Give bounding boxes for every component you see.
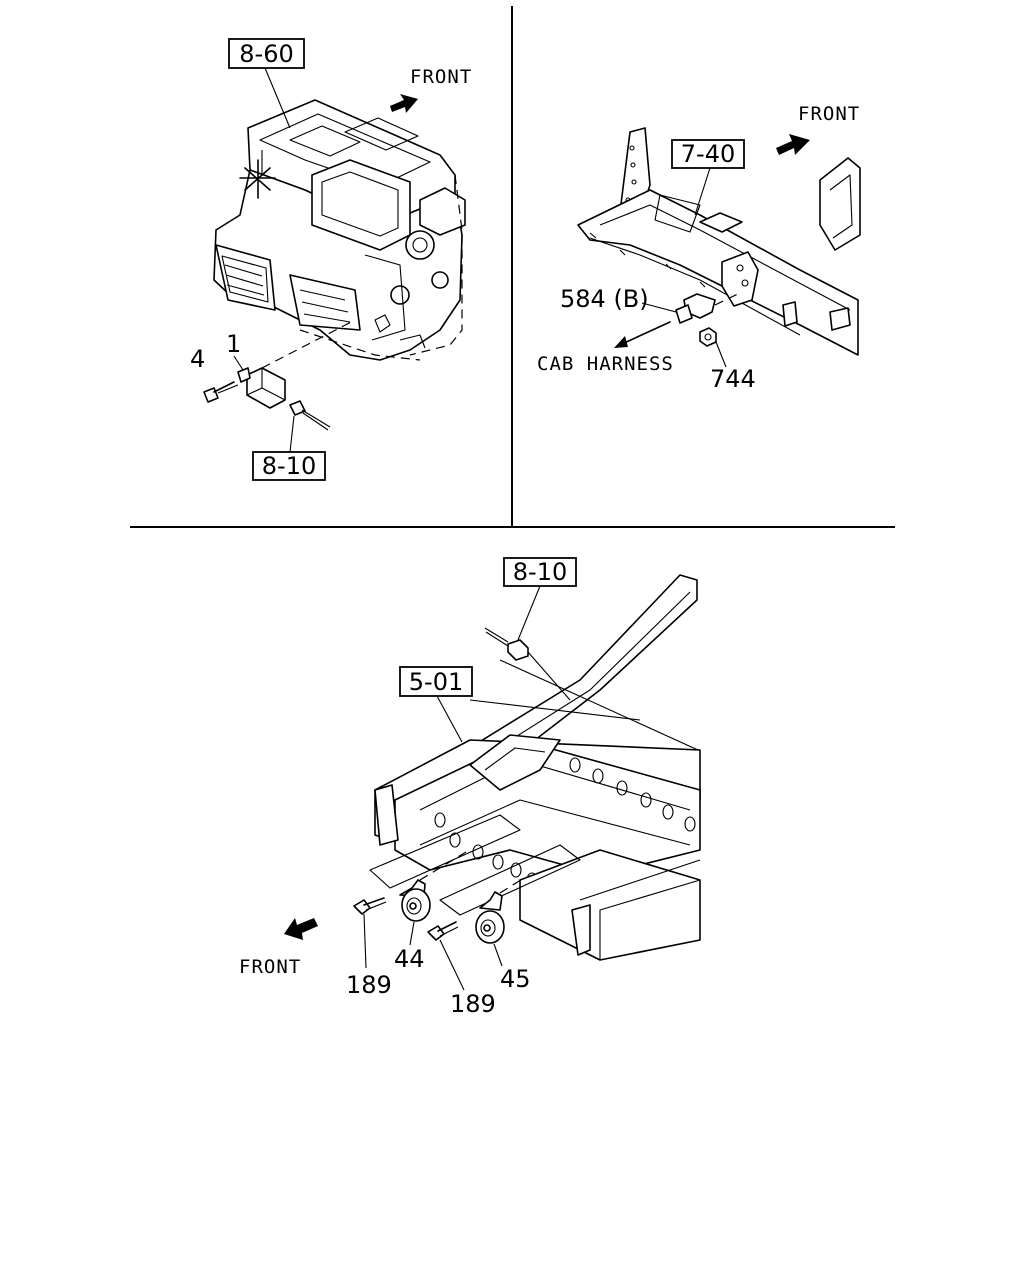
panel-top-left: 8-60 FRONT 1 4: [190, 38, 472, 481]
callout-44: 44: [394, 945, 425, 973]
dash-part-1: [261, 319, 356, 369]
ref-box-frame: 7-40: [671, 139, 745, 169]
ref-box-connector-top-label: 8-10: [262, 452, 316, 480]
heater-unit-drawing: [213, 99, 466, 361]
leader-584: [641, 302, 677, 313]
ref-box-chassis-label: 5-01: [409, 668, 463, 696]
front-arrow-icon: [390, 94, 418, 113]
front-arrow-top-left: FRONT: [390, 66, 472, 113]
leader-5-01: [436, 695, 463, 743]
callout-189-right: 189: [450, 990, 496, 1018]
leader-744: [715, 341, 727, 368]
front-arrow-top-right: FRONT: [776, 103, 860, 155]
front-label-top-left: FRONT: [410, 66, 472, 88]
ref-box-frame-label: 7-40: [681, 140, 735, 168]
frame-crossmember-drawing: [577, 127, 861, 356]
front-arrow-icon: [284, 918, 318, 940]
panel-bottom: 8-10 5-01 44 45: [239, 557, 701, 1018]
ref-box-chassis: 5-01: [399, 666, 473, 697]
front-label-bottom: FRONT: [239, 956, 301, 978]
dash-horn-44: [419, 851, 467, 881]
leader-45: [493, 943, 503, 967]
front-label-top-right: FRONT: [798, 103, 860, 125]
leader-part-1: [233, 355, 244, 371]
leader-8-60: [264, 67, 291, 129]
front-arrow-bottom: FRONT: [239, 918, 318, 978]
ref-box-connector-bottom: 8-10: [503, 557, 577, 587]
dash-horn-45: [499, 877, 525, 894]
leader-8-10-bottom: [517, 585, 541, 641]
part-1-amplifier: [237, 367, 286, 409]
ref-box-connector-bottom-label: 8-10: [513, 558, 567, 586]
cab-harness-arrow: [614, 321, 671, 348]
horn-45: [475, 891, 505, 944]
leader-connector-to-frame: [527, 651, 571, 701]
leader-189-left: [363, 913, 367, 969]
connector-8-10-bottom: [484, 627, 529, 661]
bolt-189-right: [427, 921, 459, 941]
part-4-screw: [203, 381, 239, 403]
ref-box-heater-unit: 8-60: [228, 38, 305, 69]
part-744-nut: [699, 327, 717, 347]
front-arrow-icon: [776, 134, 810, 155]
arrow-head-icon: [614, 336, 628, 348]
callout-744: 744: [710, 365, 756, 393]
ref-box-heater-unit-label: 8-60: [239, 40, 293, 68]
callout-189-left: 189: [346, 971, 392, 999]
bolt-189-left: [353, 897, 387, 915]
chassis-frame-drawing: [369, 574, 701, 961]
panel-top-right: 744 584 (B) CAB HARNESS 7-40 FRONT: [537, 103, 861, 393]
leader-8-10-top: [289, 415, 295, 453]
callout-part-1: 1: [226, 330, 241, 358]
connector-8-10-top: [289, 400, 331, 431]
callout-45: 45: [500, 965, 531, 993]
leader-44: [409, 921, 415, 946]
leader-7-40: [694, 167, 711, 216]
horn-44: [399, 879, 431, 922]
cab-harness-label: CAB HARNESS: [537, 353, 674, 375]
leader-189-right: [439, 939, 465, 991]
callout-584: 584 (B): [560, 285, 649, 313]
callout-part-4: 4: [190, 345, 205, 373]
panel-dividers: [130, 6, 895, 528]
ref-box-connector-top: 8-10: [252, 451, 326, 481]
